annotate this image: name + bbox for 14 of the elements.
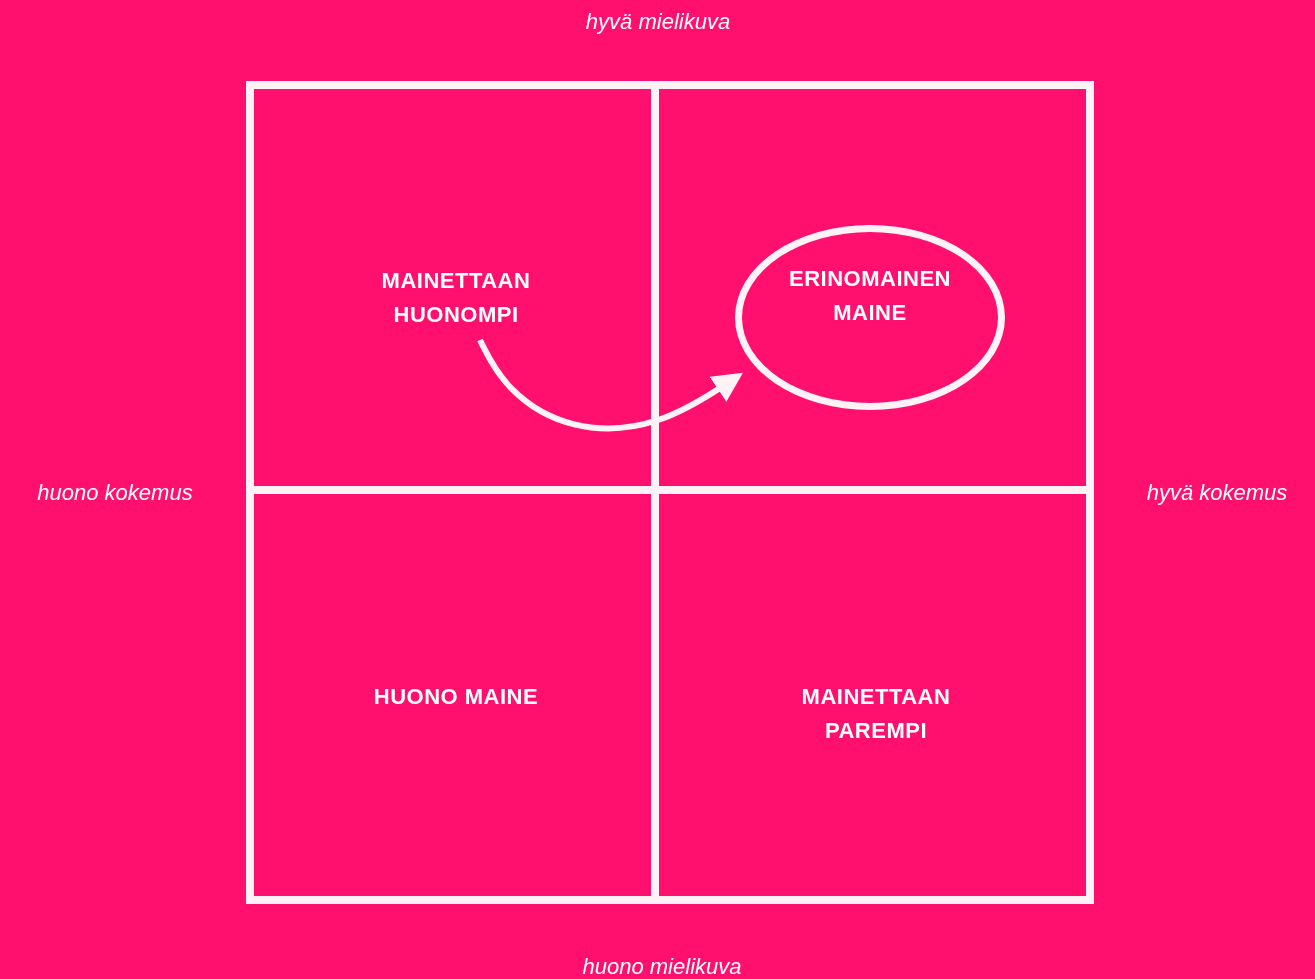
quadrant-box <box>250 85 655 490</box>
axis-label: hyvä kokemus <box>1146 480 1288 506</box>
quadrant-label: MAINETTAAN HUONOMPI <box>380 267 532 329</box>
axis-label: hyvä mielikuva <box>585 9 731 35</box>
highlight-circle <box>735 225 1005 410</box>
axis-label: huono mielikuva <box>582 954 742 979</box>
quadrant-box <box>250 490 655 900</box>
quadrant-label: MAINETTAAN PAREMPI <box>800 683 952 745</box>
axis-label: huono kokemus <box>37 480 193 506</box>
quadrant-label: HUONO MAINE <box>372 683 540 711</box>
quadrant-box <box>655 490 1090 900</box>
quadrant-box <box>655 85 1090 490</box>
curved-arrow <box>477 338 743 432</box>
quadrant-label: ERINOMAINEN MAINE <box>788 265 952 327</box>
